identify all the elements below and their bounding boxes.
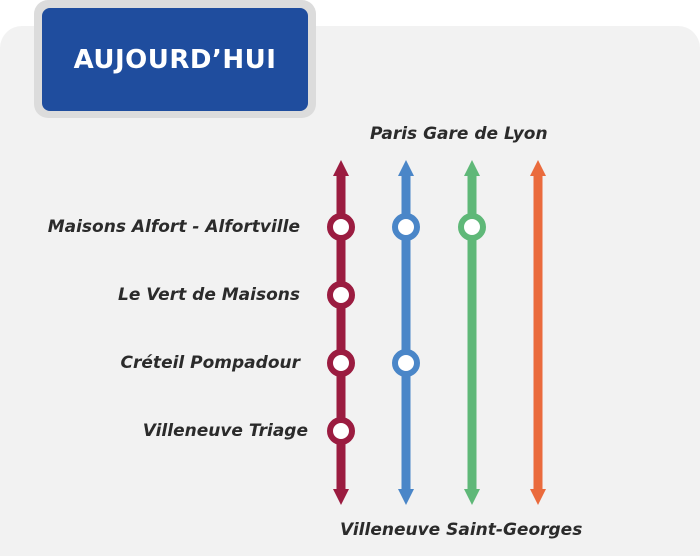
today-badge: AUJOURD’HUI (42, 8, 308, 111)
route-arrow-up-4 (530, 160, 546, 176)
route-arrow-down-1 (333, 489, 349, 505)
route-arrow-down-4 (530, 489, 546, 505)
route-arrow-up-1 (333, 160, 349, 176)
station-stop-3-line-1 (327, 349, 355, 377)
station-stop-2-line-1 (327, 281, 355, 309)
station-stop-1-line-3 (458, 213, 486, 241)
station-stop-1-line-1 (327, 213, 355, 241)
station-stop-3-line-2 (392, 349, 420, 377)
route-arrow-up-3 (464, 160, 480, 176)
route-arrow-up-2 (398, 160, 414, 176)
station-label-villeneuve-triage: Villeneuve Triage (142, 421, 308, 441)
station-label-vert-de-maisons: Le Vert de Maisons (117, 285, 300, 305)
station-stop-1-line-2 (392, 213, 420, 241)
station-label-maisons-alfort: Maisons Alfort - Alfortville (47, 217, 300, 237)
station-label-creteil-pompadour: Créteil Pompadour (120, 353, 300, 373)
route-arrow-down-2 (398, 489, 414, 505)
terminal-bottom-label: Villeneuve Saint-Georges (340, 520, 583, 540)
badge-title: AUJOURD’HUI (73, 44, 277, 75)
terminal-top-label: Paris Gare de Lyon (370, 124, 548, 144)
station-stop-4-line-1 (327, 417, 355, 445)
route-arrow-down-3 (464, 489, 480, 505)
